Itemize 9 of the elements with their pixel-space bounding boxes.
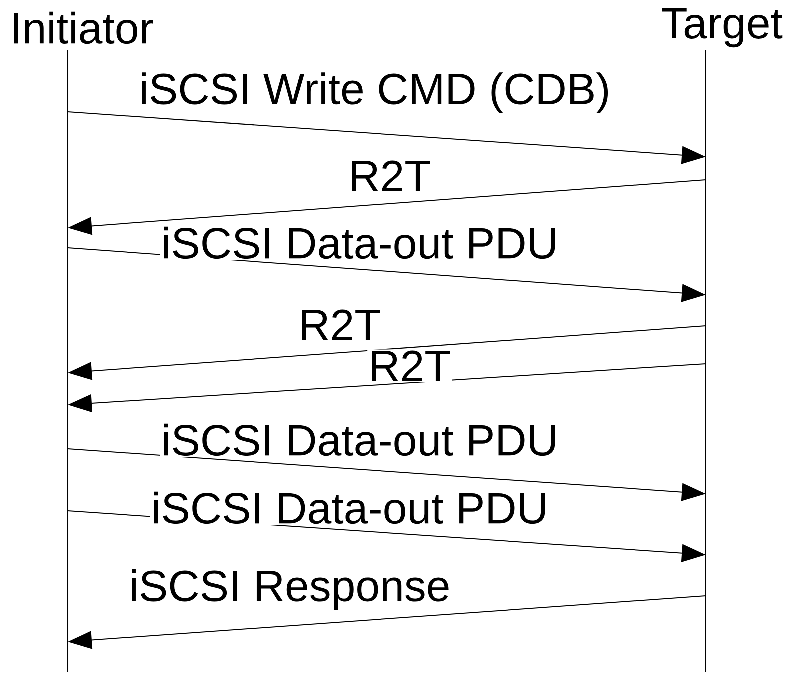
actor-lifeline: Target xyxy=(662,8,783,672)
edge-label: R2T xyxy=(348,160,432,192)
edge-label: iSCSI Data-out PDU xyxy=(160,422,560,458)
edge-label: R2T xyxy=(298,308,382,342)
edge-label: iSCSI Data-out PDU xyxy=(150,490,550,526)
edge-label: R2T xyxy=(368,350,452,382)
edge-label: iSCSI Data-out PDU xyxy=(160,226,560,260)
edge-label: iSCSI Write CMD (CDB) xyxy=(138,72,612,114)
edge-label: iSCSI Response xyxy=(128,568,452,612)
